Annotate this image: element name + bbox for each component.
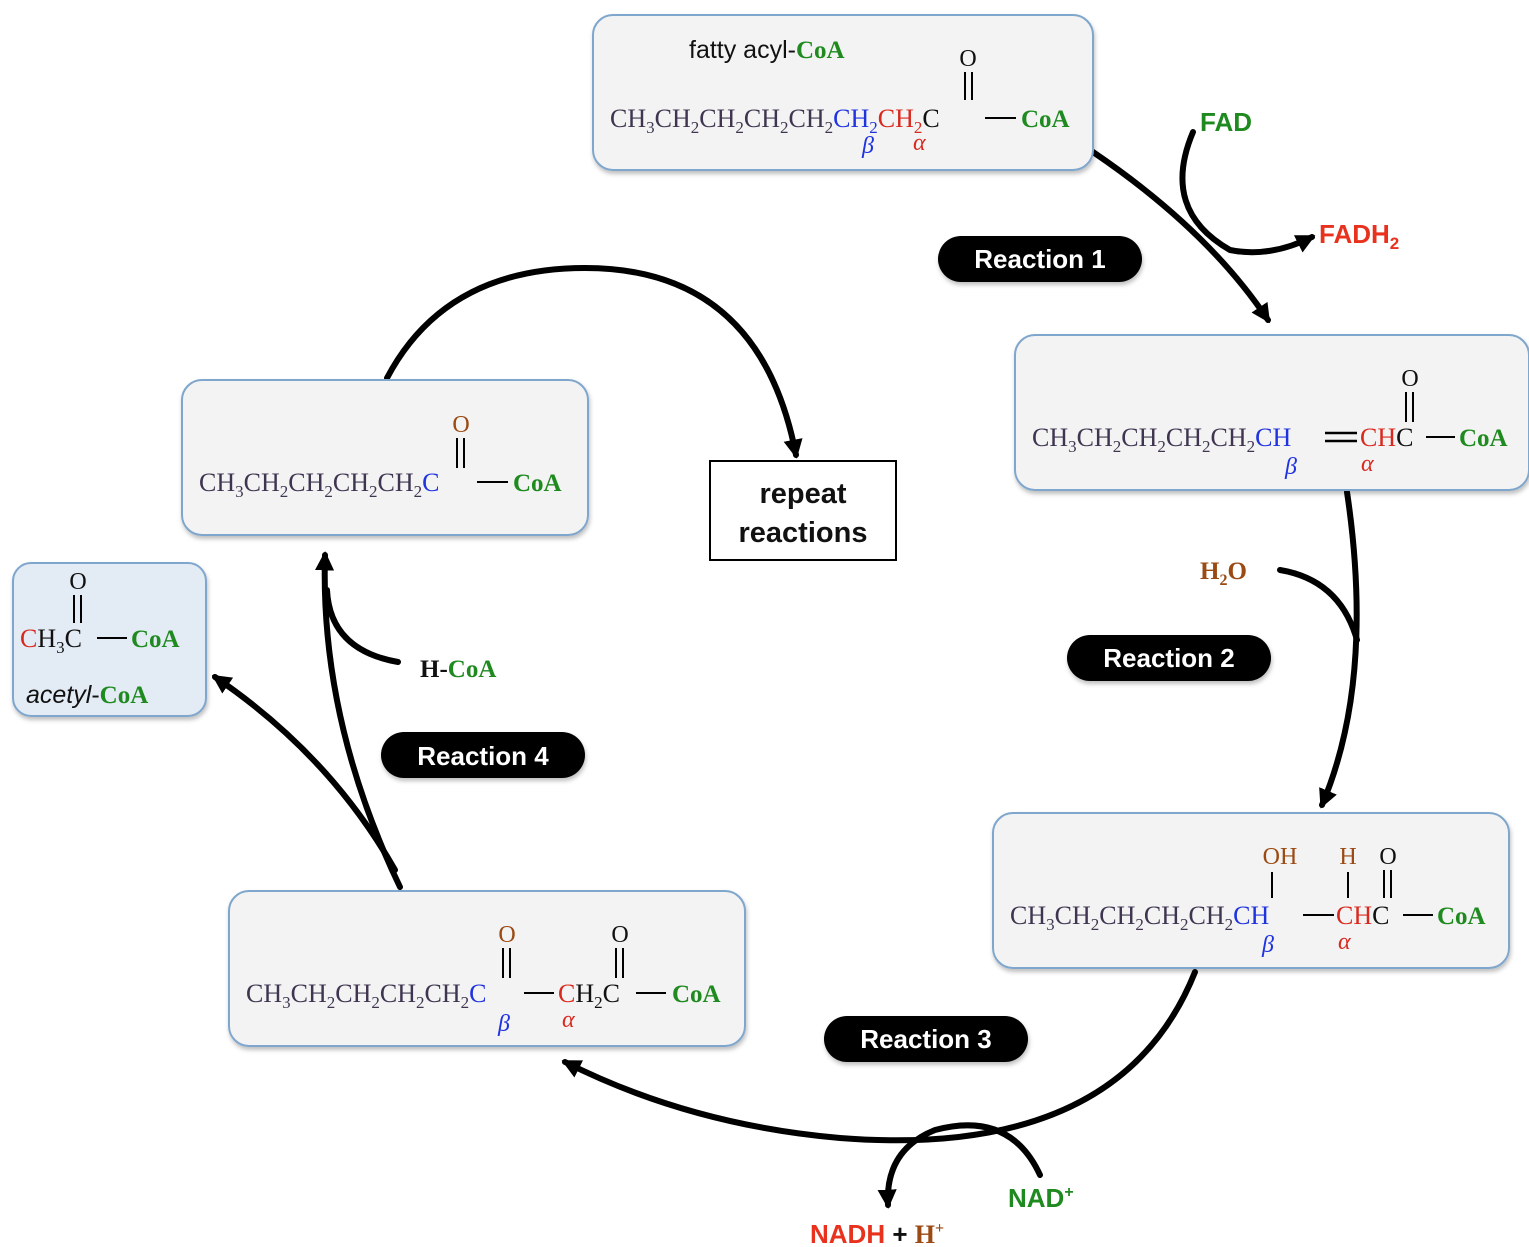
beta-label: β <box>1284 454 1297 480</box>
svg-text:CHC: CHC <box>1336 901 1389 930</box>
water-sub: 2 <box>1219 572 1227 589</box>
keto-oxygen: O <box>498 922 515 948</box>
arrow-reaction-2 <box>1319 489 1360 809</box>
hcoa-coa: CoA <box>448 656 497 683</box>
ketoacyl-coa-box: O O CH3CH2CH2CH2CH2C CH2C CoA β α <box>228 890 746 1047</box>
carbonyl-oxygen: O <box>1379 844 1396 870</box>
coa-label: CoA <box>1459 425 1508 452</box>
reaction-pill-2: Reaction 2 <box>1067 635 1271 681</box>
beta-label: β <box>497 1011 510 1037</box>
reaction-3-label: Reaction 3 <box>860 1024 992 1054</box>
fadh2-label: FADH2 <box>1319 219 1399 253</box>
alpha-label: α <box>1338 929 1351 955</box>
water-h: H <box>1200 558 1220 585</box>
water-label: H2O <box>1200 558 1247 589</box>
coa-label: CoA <box>131 626 180 653</box>
proton: H <box>915 1220 935 1247</box>
water-o: O <box>1227 558 1246 585</box>
reaction-pill-4: Reaction 4 <box>381 732 585 778</box>
reaction-pill-3: Reaction 3 <box>824 1016 1028 1062</box>
arrow-to-acetyl <box>211 674 398 873</box>
arrow-reaction-1 <box>1090 149 1271 324</box>
acetyl-name: acetyl <box>26 681 93 709</box>
reaction-1-label: Reaction 1 <box>974 244 1106 274</box>
fadh2-main: FADH <box>1319 219 1390 249</box>
arrow-hcoa-side <box>324 587 401 665</box>
cycle-arrows <box>211 129 1360 1209</box>
acetyl-coa-box: O CH3C CoA acetyl-CoA <box>12 562 207 717</box>
arrow-repeat <box>384 264 803 459</box>
alpha-label: α <box>1361 451 1374 477</box>
arrow-fad-side <box>1179 129 1316 256</box>
carbonyl-oxygen: O <box>959 46 976 72</box>
nad-label: NAD+ <box>1008 1183 1074 1213</box>
beta-label: β <box>861 133 874 159</box>
svg-text:acetyl-CoA: acetyl-CoA <box>26 681 148 709</box>
proton-sup: + <box>935 1220 944 1237</box>
nadh-main: NADH <box>810 1219 885 1247</box>
coa-label: CoA <box>672 981 721 1008</box>
acetyl-dash: - <box>91 681 99 709</box>
arrow-reaction-3 <box>561 969 1198 1144</box>
svg-text:CH3CH2CH2CH2CH2C: CH3CH2CH2CH2CH2C <box>246 979 486 1012</box>
carbonyl-oxygen: O <box>1401 366 1418 392</box>
enoyl-coa-box: O CH3CH2CH2CH2CH2CH CHC CoA β α <box>1014 334 1529 491</box>
svg-text:CH2C: CH2C <box>558 979 620 1012</box>
repeat-reactions-box: repeat reactions <box>709 460 897 561</box>
arrow-nad-side <box>877 1122 1043 1209</box>
hcoa-h: H- <box>420 656 448 683</box>
repeat-line-2: reactions <box>739 517 868 549</box>
svg-text:CHC: CHC <box>1360 423 1413 452</box>
repeat-line-1: repeat <box>759 478 846 510</box>
coa-label: CoA <box>1021 106 1070 133</box>
coa-label: CoA <box>513 470 562 497</box>
shortened-acyl-coa-box: O CH3CH2CH2CH2CH2C CoA <box>181 379 589 536</box>
beta-label: β <box>1261 932 1274 958</box>
fatty-acyl-title-coa: CoA <box>796 37 845 64</box>
fatty-acyl-coa-box: fatty acyl-CoA O CH3CH2CH2CH2CH2CH2CH2C … <box>592 14 1094 171</box>
carbonyl-oxygen: O <box>69 569 86 595</box>
fatty-acyl-title-prefix: fatty acyl- <box>689 36 796 64</box>
fad-label: FAD <box>1200 107 1252 137</box>
carbonyl-oxygen: O <box>452 412 469 438</box>
hydroxyacyl-coa-box: OH H O CH3CH2CH2CH2CH2CH CHC CoA β α <box>992 812 1510 969</box>
svg-text:CH3CH2CH2CH2CH2CH2CH2C: CH3CH2CH2CH2CH2CH2CH2C <box>610 104 940 137</box>
svg-text:fatty acyl-CoA: fatty acyl-CoA <box>689 36 845 64</box>
plus-sign: + <box>885 1219 915 1247</box>
nadh-proton-label: NADH + H+ <box>810 1219 944 1247</box>
hydroxyl-label: OH <box>1263 844 1298 870</box>
fadh2-sub: 2 <box>1390 234 1399 253</box>
coa-label: CoA <box>1437 903 1486 930</box>
reaction-pill-1: Reaction 1 <box>938 236 1142 282</box>
hydrogen-label: H <box>1339 844 1356 870</box>
nad-sup: + <box>1064 1184 1073 1201</box>
svg-text:CH3CH2CH2CH2CH2C: CH3CH2CH2CH2CH2C <box>199 468 439 501</box>
hcoa-label: H-CoA <box>420 656 496 683</box>
nad-main: NAD <box>1008 1183 1064 1213</box>
arrow-water-side <box>1277 567 1360 643</box>
arrow-reaction-4 <box>314 551 403 890</box>
alpha-label: α <box>562 1007 575 1033</box>
acetyl-coa-label: CoA <box>100 682 149 709</box>
alpha-label: α <box>913 130 926 156</box>
reaction-2-label: Reaction 2 <box>1103 643 1235 673</box>
reaction-4-label: Reaction 4 <box>417 741 549 771</box>
svg-text:CH3C: CH3C <box>20 624 82 657</box>
carbonyl-oxygen: O <box>611 922 628 948</box>
